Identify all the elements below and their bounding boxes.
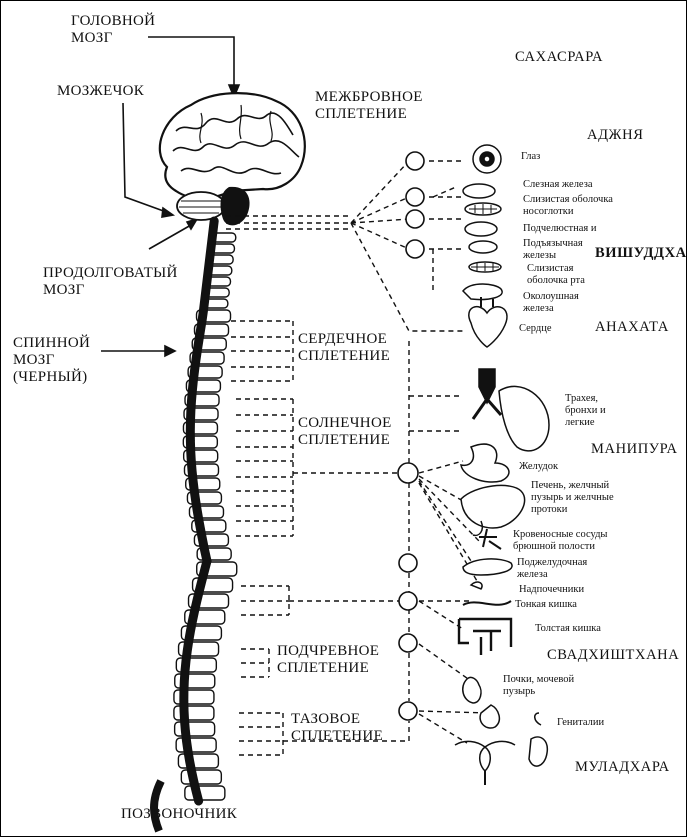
spine-label: ПОЗВОНОЧНИК bbox=[121, 806, 238, 822]
organ-adrenals: Надпочечники bbox=[519, 584, 585, 595]
organ-liver: Печень, желчный пузырь и желчные протоки bbox=[531, 480, 614, 516]
spinal-column bbox=[150, 216, 238, 833]
organ-lacrimal: Слезная железа bbox=[523, 179, 593, 190]
cerebellum-arrow bbox=[122, 102, 170, 214]
organ-genitals: Гениталии bbox=[557, 717, 605, 728]
organ-submandibular: Подчелюстная и bbox=[523, 223, 597, 234]
solar-plexus-label: СОЛНЕЧНОЕ СПЛЕТЕНИЕ bbox=[298, 415, 392, 448]
medulla-arrow bbox=[148, 224, 192, 250]
organ-lungs: Трахея, бронхи и легкие bbox=[565, 393, 606, 429]
spinal-cord-label: СПИННОЙ МОЗГ (ЧЕРНЫЙ) bbox=[13, 335, 91, 385]
chakra-muladhara: МУЛАДХАРА bbox=[575, 759, 670, 775]
organ-eye: Глаз bbox=[521, 151, 541, 162]
chakra-vishuddha: ВИШУДДХА bbox=[595, 245, 687, 261]
chakra-svadhisthana: СВАДХИШТХАНА bbox=[547, 647, 680, 663]
hypogastric-plexus-label: ПОДЧРЕВНОЕ СПЛЕТЕНИЕ bbox=[277, 643, 380, 676]
organ-mouth-mucosa: Слизистая оболочка рта bbox=[527, 263, 585, 287]
brain-arrow-head bbox=[227, 84, 241, 100]
organ-small-intestine: Тонкая кишка bbox=[515, 599, 577, 610]
chakra-ajna: АДЖНЯ bbox=[587, 127, 644, 143]
organ-parotid: Околоушная железа bbox=[523, 291, 579, 315]
interbrow-plexus-label: МЕЖБРОВНОЕ СПЛЕТЕНИЕ bbox=[315, 89, 423, 122]
chakra-manipura: МАНИПУРА bbox=[591, 441, 678, 457]
organ-heart: Сердце bbox=[519, 323, 552, 334]
organ-kidneys: Почки, мочевой пузырь bbox=[503, 674, 575, 698]
brain-arrow bbox=[148, 36, 235, 89]
organ-large-intestine: Толстая кишка bbox=[535, 623, 601, 634]
spinal-cord bbox=[179, 216, 219, 806]
medulla-arrow-head bbox=[185, 217, 199, 231]
spinal-cord-tail bbox=[150, 779, 165, 833]
cerebellum-arrow-head bbox=[161, 206, 176, 218]
chakra-sahasrara: САХАСРАРА bbox=[515, 49, 604, 65]
pelvic-plexus-label: ТАЗОВОЕ СПЛЕТЕНИЕ bbox=[291, 711, 384, 744]
organ-stomach: Желудок bbox=[519, 461, 559, 472]
chakra-anahata: АНАХАТА bbox=[595, 319, 669, 335]
cerebellum-label: МОЗЖЕЧОК bbox=[57, 83, 145, 99]
medulla-label: ПРОДОЛГОВАТЫЙ МОЗГ bbox=[43, 265, 178, 298]
organ-sublingual: Подъязычная железы bbox=[523, 238, 583, 262]
brain-label: ГОЛОВНОЙ МОЗГ bbox=[71, 13, 156, 46]
organ-vessels: Кровеносные сосуды брюшной полости bbox=[513, 529, 608, 553]
organ-drawings bbox=[454, 144, 550, 785]
nerve-connections bbox=[226, 160, 490, 756]
brain-drawing bbox=[158, 92, 306, 226]
cardiac-plexus-label: СЕРДЕЧНОЕ СПЛЕТЕНИЕ bbox=[298, 331, 391, 364]
organ-nasopharynx: Слизистая оболочка носоглотки bbox=[523, 194, 613, 218]
pointer-arrows bbox=[101, 36, 241, 358]
spinal-cord-arrow-head bbox=[164, 344, 177, 358]
ganglia bbox=[397, 151, 425, 721]
organ-pancreas: Поджелудочная железа bbox=[517, 557, 588, 581]
